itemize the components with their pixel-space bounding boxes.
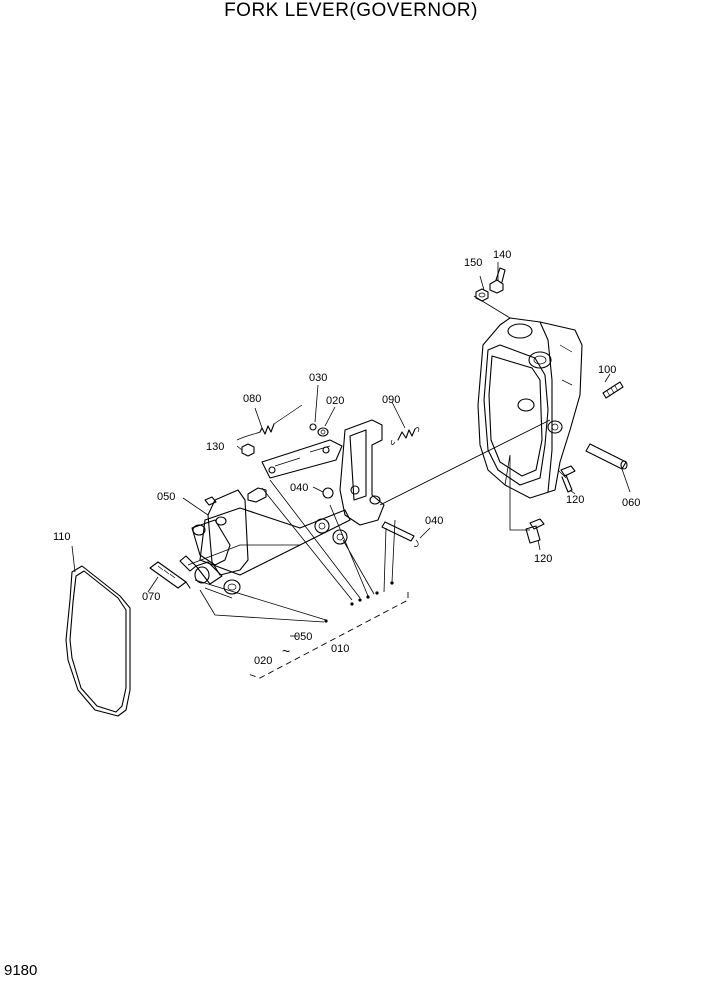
fork-lever-upper bbox=[339, 419, 385, 526]
callout-060: 060 bbox=[622, 497, 640, 509]
spring-080 bbox=[236, 404, 303, 441]
callout-030: 030 bbox=[309, 372, 327, 384]
spring-070 bbox=[149, 561, 191, 589]
sleeve bbox=[194, 561, 223, 585]
bearing-upper bbox=[314, 518, 330, 534]
callout-080: 080 bbox=[243, 393, 261, 405]
callout-110: 110 bbox=[53, 531, 71, 543]
bolt-050-top bbox=[247, 487, 267, 503]
bolt-120-lower bbox=[525, 518, 545, 544]
small-spring bbox=[179, 555, 197, 572]
callout-050-upper: 050 bbox=[157, 491, 175, 503]
governor-case bbox=[477, 317, 583, 499]
callout-120-upper: 120 bbox=[566, 494, 584, 506]
callout-010: 010 bbox=[331, 643, 349, 655]
fork-lever-bracket bbox=[191, 489, 351, 576]
screw-050-left bbox=[204, 496, 217, 506]
callout-130: 130 bbox=[206, 441, 224, 453]
bolt-140 bbox=[489, 267, 506, 294]
plug-100 bbox=[602, 381, 624, 399]
link-plate bbox=[261, 439, 343, 479]
gasket-110 bbox=[65, 565, 131, 717]
washer-040 bbox=[322, 487, 334, 499]
callout-050-lower: 050 bbox=[294, 631, 312, 643]
pin-030 bbox=[309, 423, 317, 431]
callout-tilde: ~ bbox=[282, 643, 290, 659]
callout-040-left: 040 bbox=[290, 482, 308, 494]
shaft-060 bbox=[585, 443, 628, 470]
callout-040-right: 040 bbox=[425, 515, 443, 527]
bearing-lower bbox=[332, 529, 348, 545]
bolt-120-upper bbox=[560, 465, 576, 493]
washer-020 bbox=[317, 427, 329, 437]
roller bbox=[223, 579, 241, 595]
nut-150 bbox=[475, 288, 489, 302]
callout-020-upper: 020 bbox=[326, 395, 344, 407]
callout-140: 140 bbox=[493, 249, 511, 261]
callout-070: 070 bbox=[142, 591, 160, 603]
page-title: FORK LEVER(GOVERNOR) bbox=[224, 0, 478, 21]
spring-090 bbox=[390, 427, 420, 445]
callout-090: 090 bbox=[382, 394, 400, 406]
pin-040 bbox=[381, 521, 419, 547]
page-number: 9180 bbox=[4, 962, 38, 979]
callout-120-lower: 120 bbox=[534, 553, 552, 565]
callout-100: 100 bbox=[598, 364, 616, 376]
leader-dots bbox=[324, 581, 394, 623]
nut-130 bbox=[241, 443, 255, 457]
callout-150: 150 bbox=[464, 257, 482, 269]
callout-020-lower: 020 bbox=[254, 655, 272, 667]
